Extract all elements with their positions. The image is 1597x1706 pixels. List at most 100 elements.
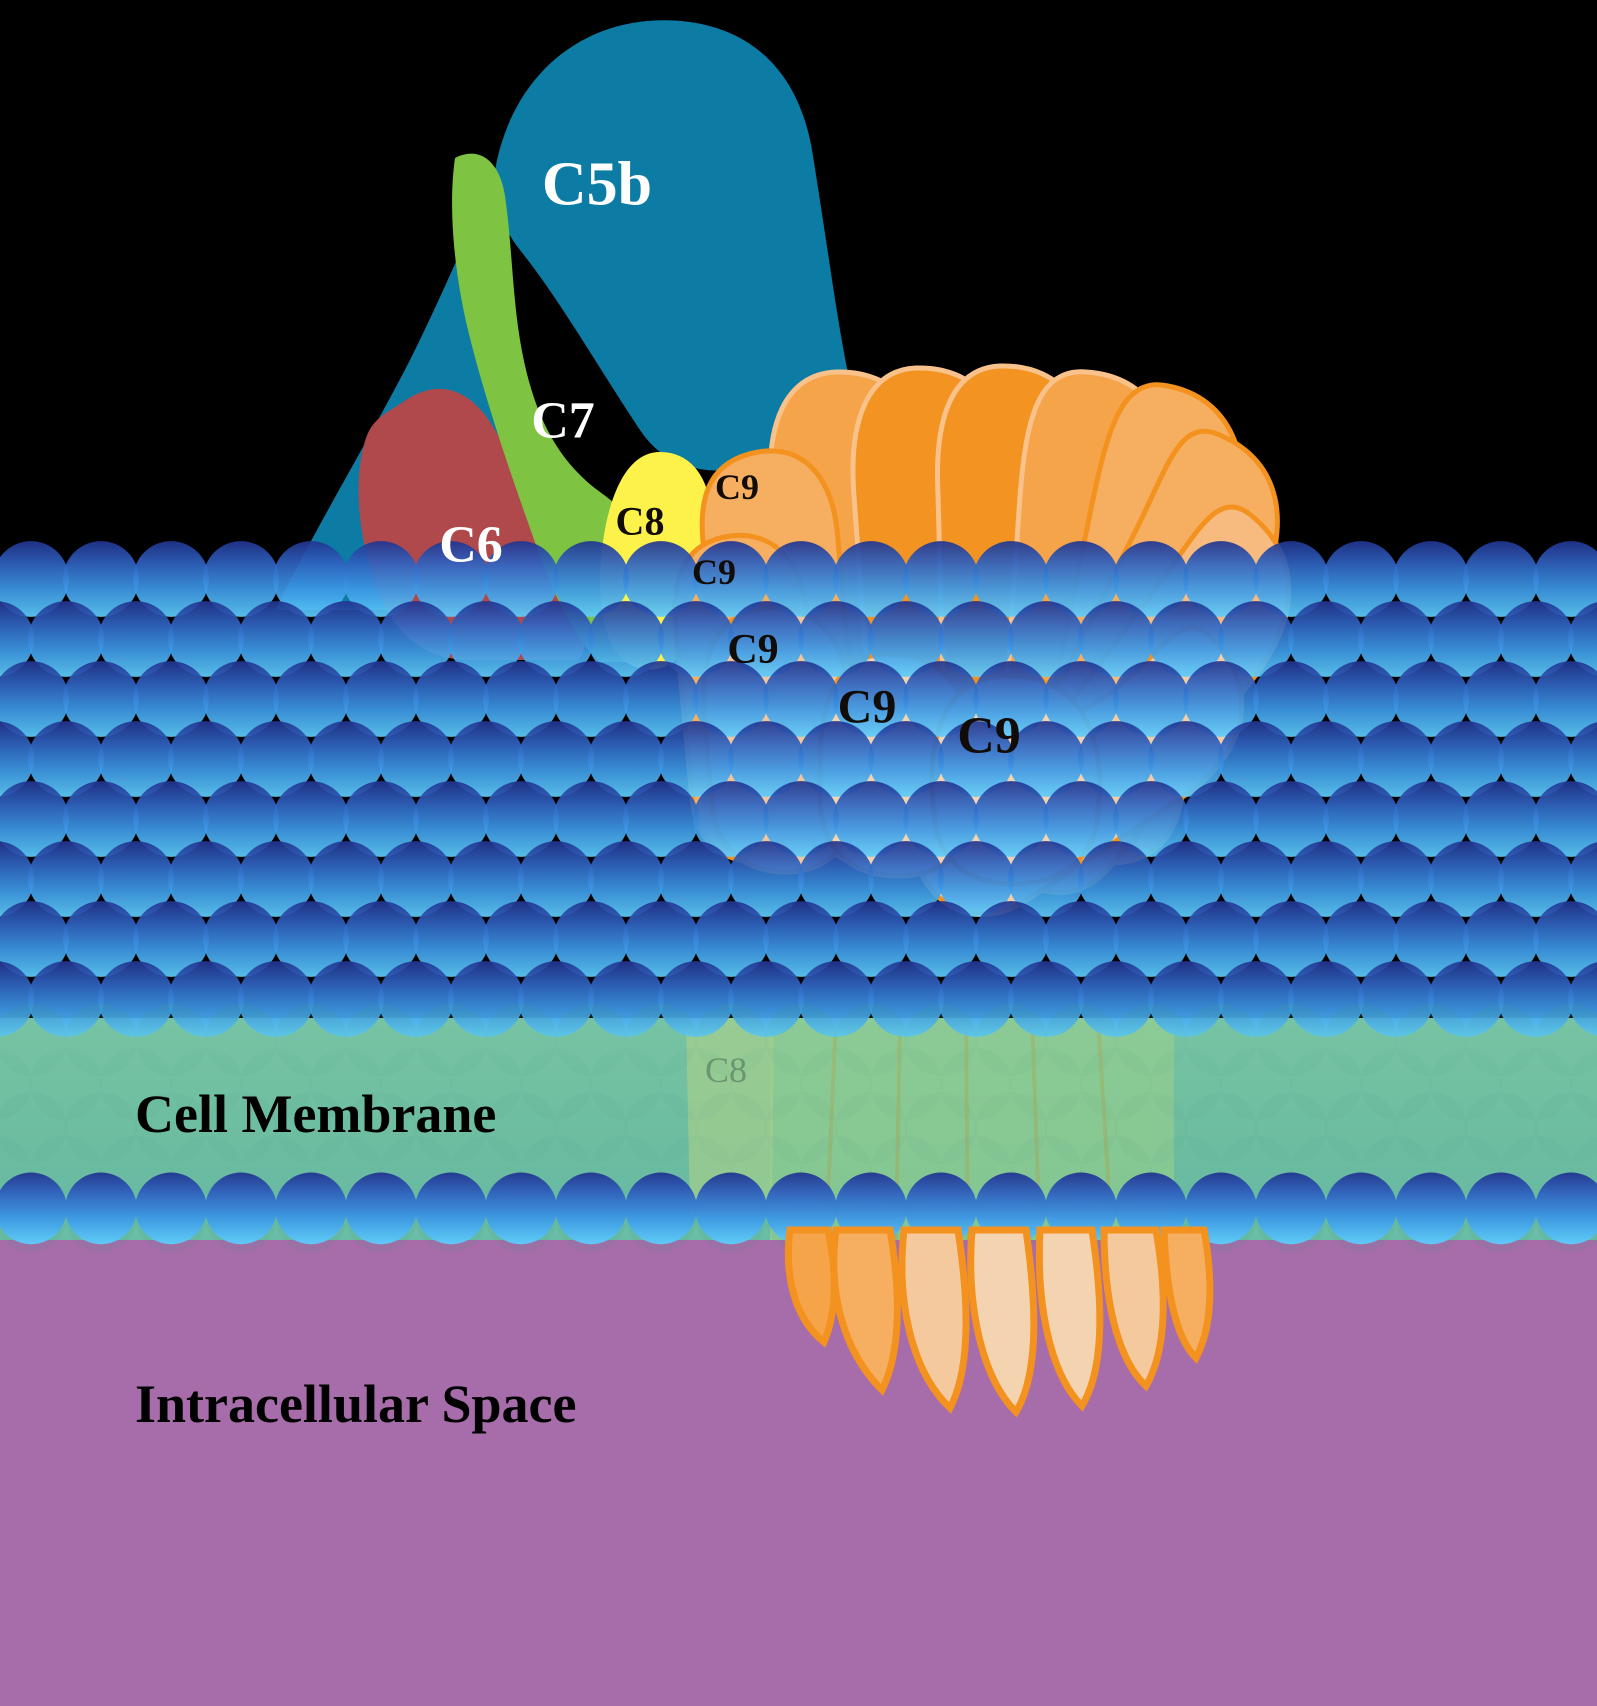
lipid-head-sphere: [693, 901, 769, 977]
lipid-head-sphere: [1394, 1003, 1468, 1077]
lipid-head-sphere: [763, 901, 839, 977]
lipid-head-sphere: [973, 901, 1049, 977]
lipid-head-sphere: [519, 1047, 593, 1121]
lipid-head-sphere: [1358, 841, 1434, 917]
lipid-head-sphere: [1463, 781, 1539, 857]
lipid-head-sphere: [134, 1003, 208, 1077]
lipid-head-sphere: [1534, 1003, 1597, 1077]
lipid-head-sphere: [343, 541, 419, 617]
lipid-head-sphere: [553, 781, 629, 857]
c9-tail-3: [967, 1226, 1038, 1418]
lipid-head-sphere: [1568, 962, 1597, 1036]
c9-tail-2: [898, 1226, 970, 1414]
lipid-head-sphere: [798, 601, 874, 677]
lipid-head-sphere: [764, 1091, 838, 1165]
lipid-head-sphere: [938, 961, 1014, 1037]
lipid-head-sphere: [63, 541, 139, 617]
lipid-head-sphere: [1498, 721, 1574, 797]
lipid-head-sphere: [343, 661, 419, 737]
lipid-head-sphere: [1079, 1047, 1153, 1121]
lipid-head-sphere: [623, 661, 699, 737]
lipid-head-sphere: [1078, 841, 1154, 917]
lipid-head-sphere: [1533, 901, 1597, 977]
lipid-head-sphere: [553, 661, 629, 737]
lipid-head-sphere: [133, 901, 209, 977]
lipid-head-sphere: [378, 961, 454, 1037]
c9-tail-6: [1160, 1226, 1214, 1364]
lipid-head-sphere: [378, 721, 454, 797]
lipid-head-sphere: [693, 661, 769, 737]
lipid-head-sphere: [798, 961, 874, 1037]
lipid-head-sphere: [1183, 661, 1259, 737]
lipid-head-sphere: [1569, 1048, 1597, 1120]
lipid-head-sphere: [0, 601, 34, 677]
lipid-head-sphere: [1463, 901, 1539, 977]
intracellular-space-region: [0, 1238, 1597, 1706]
lipid-head-sphere: [1465, 1172, 1537, 1245]
lipid-head-sphere: [483, 541, 559, 617]
lipid-head-sphere: [133, 661, 209, 737]
lipid-head-sphere: [868, 721, 944, 797]
lipid-head-sphere: [1253, 781, 1329, 857]
lipid-head-sphere: [1008, 961, 1084, 1037]
lipid-head-sphere: [1288, 721, 1364, 797]
lipid-head-sphere: [938, 841, 1014, 917]
lipid-head-sphere: [833, 661, 909, 737]
lipid-head-sphere: [1323, 781, 1399, 857]
lipid-head-sphere: [1323, 661, 1399, 737]
lipid-head-sphere: [169, 1047, 243, 1121]
lipid-head-sphere: [869, 1047, 943, 1121]
lipid-head-sphere: [203, 541, 279, 617]
lipid-head-sphere: [1113, 661, 1189, 737]
lipid-head-sphere: [1288, 601, 1364, 677]
lipid-head-sphere: [1463, 541, 1539, 617]
lipid-head-sphere: [1359, 1047, 1433, 1121]
lipid-head-sphere: [343, 781, 419, 857]
lipid-head-sphere: [168, 961, 244, 1037]
lipid-head-sphere: [1394, 1091, 1468, 1165]
lipid-head-sphere: [1113, 901, 1189, 977]
lipid-head-sphere: [1045, 1172, 1117, 1245]
lipid-head-sphere: [589, 1047, 663, 1121]
lipid-head-sphere: [1464, 1091, 1538, 1165]
lipid-head-sphere: [1325, 1172, 1397, 1245]
lipid-head-sphere: [903, 901, 979, 977]
lipid-head-sphere: [0, 781, 69, 857]
lipid-head-sphere: [1463, 661, 1539, 737]
lipid-head-sphere: [308, 961, 384, 1037]
lipid-head-sphere: [1185, 1172, 1257, 1245]
c9-tail-5: [1100, 1226, 1167, 1392]
lipid-head-sphere: [64, 1003, 138, 1077]
lipid-head-sphere: [1044, 1091, 1118, 1165]
lipid-head-sphere: [1498, 961, 1574, 1037]
lipid-head-sphere: [623, 781, 699, 857]
lipid-head-sphere: [483, 781, 559, 857]
lipid-head-sphere: [1218, 721, 1294, 797]
lipid-head-sphere: [518, 721, 594, 797]
lipid-head-sphere: [1533, 541, 1597, 617]
lipid-head-sphere: [378, 841, 454, 917]
lipid-head-sphere: [344, 1091, 418, 1165]
lipid-head-sphere: [344, 1003, 418, 1077]
lipid-head-sphere: [974, 1091, 1048, 1165]
lipid-head-sphere: [1498, 841, 1574, 917]
lipid-head-sphere: [1289, 1047, 1363, 1121]
lipid-head-sphere: [273, 901, 349, 977]
lipid-head-sphere: [0, 1048, 33, 1120]
lipid-head-sphere: [939, 1047, 1013, 1121]
lipid-head-sphere: [168, 841, 244, 917]
lipid-head-sphere: [1043, 541, 1119, 617]
lipid-head-sphere: [763, 781, 839, 857]
lipid-head-sphere: [1043, 901, 1119, 977]
lipid-head-sphere: [1253, 661, 1329, 737]
lipid-head-sphere: [868, 841, 944, 917]
lipid-head-sphere: [1184, 1091, 1258, 1165]
lipid-head-sphere: [483, 901, 559, 977]
lipid-head-sphere: [1288, 961, 1364, 1037]
lipid-head-sphere: [1428, 841, 1504, 917]
lipid-head-sphere: [1218, 961, 1294, 1037]
lipid-head-sphere: [1358, 961, 1434, 1037]
lipid-head-sphere: [1428, 961, 1504, 1037]
